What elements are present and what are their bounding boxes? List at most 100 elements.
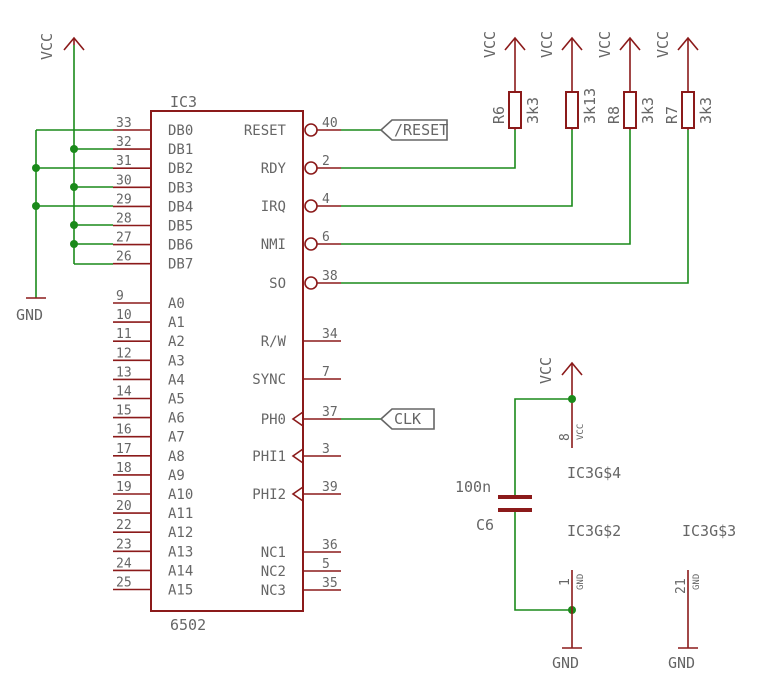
pin-number: 24 <box>116 556 132 571</box>
cap-ref: C6 <box>476 516 494 534</box>
pin-name: A2 <box>168 334 185 350</box>
pin-number: 27 <box>116 231 132 246</box>
pin-number: 36 <box>322 538 338 553</box>
gate-gnd1-pin-name: GND <box>576 574 586 590</box>
clock-marker <box>291 448 304 464</box>
pin-name: DB3 <box>168 180 193 196</box>
pin-name: SYNC <box>252 372 286 388</box>
resistor-value: 3k3 <box>697 97 715 124</box>
pin-number: 14 <box>116 385 132 400</box>
pin-number: 25 <box>116 576 132 591</box>
pin-number: 10 <box>116 308 132 323</box>
resistor-vcc-label: VCC <box>538 31 556 58</box>
gate-gnd2-pin-num: 21 <box>674 578 689 594</box>
pin-number: 6 <box>322 230 330 245</box>
pin-number: 19 <box>116 480 132 495</box>
gate-gnd1-pin-num: 1 <box>558 578 573 586</box>
resistor-value: 3k13 <box>581 88 599 124</box>
pin-number: 40 <box>322 116 338 131</box>
power-gate-section: VCC 100n C6 8 VCC IC3G$4 IC3G$2 1 GND GN… <box>455 357 736 672</box>
pin-name: A15 <box>168 583 193 599</box>
pin-name: A8 <box>168 449 185 465</box>
pin-name: RESET <box>244 123 287 139</box>
resistor-body <box>565 91 579 129</box>
pin-number: 7 <box>322 365 330 380</box>
pin-number: 30 <box>116 173 132 188</box>
inversion-bubble <box>304 161 318 175</box>
inversion-bubble <box>304 199 318 213</box>
pin-name: A12 <box>168 525 193 541</box>
pin-number: 33 <box>116 116 132 131</box>
pin-number: 37 <box>322 405 338 420</box>
pin-name: NC2 <box>261 564 286 580</box>
pin-name: A5 <box>168 392 185 408</box>
resistor-body <box>623 91 637 129</box>
pin-number: 20 <box>116 499 132 514</box>
pin-name: NMI <box>261 237 286 253</box>
pin-number: 2 <box>322 154 330 169</box>
pullup-wiring <box>341 130 689 284</box>
resistor-value: 3k3 <box>639 97 657 124</box>
pin-name: A0 <box>168 296 185 312</box>
clock-marker <box>291 486 304 502</box>
pin-number: 26 <box>116 250 132 265</box>
gate-vcc-pin-num: 8 <box>558 433 573 441</box>
gate-ic3g2-label: IC3G$2 <box>567 522 621 540</box>
pin-number: 38 <box>322 269 338 284</box>
inversion-bubble <box>304 123 318 137</box>
pin-number: 3 <box>322 442 330 457</box>
inversion-bubble <box>304 237 318 251</box>
pin-number: 9 <box>116 289 124 304</box>
resistor-body <box>681 91 695 129</box>
clk-net-label: CLK <box>394 410 421 428</box>
resistor-ref: R7 <box>663 106 681 124</box>
pin-number: 18 <box>116 461 132 476</box>
pin-name: DB2 <box>168 161 193 177</box>
pin-number: 29 <box>116 192 132 207</box>
gate-gnd2-pin-name: GND <box>692 574 702 590</box>
ic3-ref: IC3 <box>170 93 197 111</box>
pin-number: 5 <box>322 557 330 572</box>
pin-name: A10 <box>168 487 193 503</box>
pin-name: SO <box>269 276 286 292</box>
resistor-ref: R6 <box>490 106 508 124</box>
vcc-symbol-left: VCC <box>38 33 85 60</box>
pin-number: 31 <box>116 154 132 169</box>
pin-name: DB0 <box>168 123 193 139</box>
inversion-bubble <box>304 276 318 290</box>
cap-value: 100n <box>455 478 491 496</box>
gnd-label-gate3: GND <box>668 654 695 672</box>
pin-name: IRQ <box>261 199 286 215</box>
pin-number: 15 <box>116 404 132 419</box>
pin-number: 11 <box>116 327 132 342</box>
pin-number: 28 <box>116 212 132 227</box>
pin-name: PH0 <box>261 412 286 428</box>
pin-name: A7 <box>168 430 185 446</box>
pin-name: NC3 <box>261 583 286 599</box>
pin-number: 34 <box>322 327 338 342</box>
pin-name: DB4 <box>168 199 193 215</box>
pin-name: R/W <box>261 334 287 350</box>
right-pins: 40RESET2RDY4IRQ6NMI38SO34R/W7SYNC37PH03P… <box>244 116 341 599</box>
pin-number: 13 <box>116 365 132 380</box>
resistor-body <box>508 91 522 129</box>
ic3-value: 6502 <box>170 616 206 634</box>
gnd-label-gate2: GND <box>552 654 579 672</box>
reset-net-flag: /RESET <box>341 119 448 141</box>
vcc-label-gate: VCC <box>537 357 555 384</box>
pin-number: 22 <box>116 518 132 533</box>
pin-name: A4 <box>168 372 185 388</box>
resistor-vcc-label: VCC <box>654 31 672 58</box>
pin-number: 12 <box>116 346 132 361</box>
pin-name: DB7 <box>168 257 193 273</box>
resistor-vcc-label: VCC <box>481 31 499 58</box>
data-bus-wiring <box>32 45 113 298</box>
pin-name: A6 <box>168 411 185 427</box>
reset-net-label: /RESET <box>394 121 448 139</box>
pin-number: 32 <box>116 135 132 150</box>
pin-name: A1 <box>168 315 185 331</box>
